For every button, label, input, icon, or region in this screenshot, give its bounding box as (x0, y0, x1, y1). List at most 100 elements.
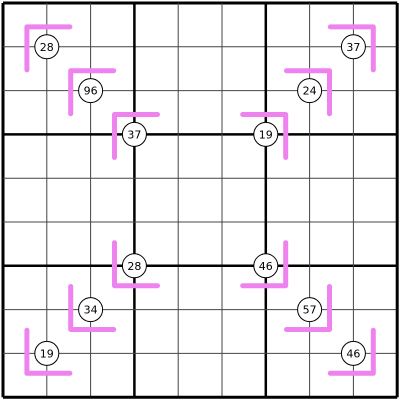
cell-area[interactable] (266, 353, 310, 397)
cell-area[interactable] (178, 3, 222, 47)
cell-area[interactable] (222, 3, 266, 47)
clue-circle-shape (253, 253, 279, 279)
cell-r3c9[interactable] (353, 91, 397, 135)
cell-r6c1[interactable] (3, 222, 47, 266)
cell-area[interactable] (134, 3, 178, 47)
cell-area[interactable] (3, 266, 47, 310)
cell-area[interactable] (266, 178, 310, 222)
clue-circle: 28 (34, 34, 60, 60)
cell-r1c7[interactable] (266, 3, 310, 47)
cell-r5c9[interactable] (353, 178, 397, 222)
clue-value: 28 (40, 41, 54, 54)
cell-area[interactable] (178, 310, 222, 354)
cell-r1c3[interactable] (91, 3, 135, 47)
corner-arrow-mark (327, 24, 376, 73)
clue-circle-shape (121, 253, 147, 279)
cell-r3c1[interactable] (3, 91, 47, 135)
clue-circle-shape (34, 340, 60, 366)
cell-area[interactable] (353, 91, 397, 135)
cell-area[interactable] (91, 178, 135, 222)
cell-area[interactable] (3, 134, 47, 178)
cell-r1c6[interactable] (222, 3, 266, 47)
corner-arrow-mark (68, 284, 117, 332)
cell-area[interactable] (178, 178, 222, 222)
clue-value: 19 (259, 128, 273, 141)
cell-area[interactable] (178, 353, 222, 397)
cell-area[interactable] (353, 178, 397, 222)
cell-r9c6[interactable] (222, 353, 266, 397)
cell-r4c5[interactable] (178, 134, 222, 178)
cell-r9c3[interactable] (91, 353, 135, 397)
cell-r4c2[interactable] (47, 134, 91, 178)
cell-r7c1[interactable] (3, 266, 47, 310)
cell-area[interactable] (3, 178, 47, 222)
cell-area[interactable] (3, 222, 47, 266)
cell-area[interactable] (134, 178, 178, 222)
clue-circle: 37 (121, 121, 147, 147)
cell-area[interactable] (310, 178, 354, 222)
cell-area[interactable] (91, 353, 135, 397)
cell-r4c1[interactable] (3, 134, 47, 178)
cell-r5c6[interactable] (222, 178, 266, 222)
cell-area[interactable] (353, 266, 397, 310)
clue-circle: 24 (297, 78, 323, 104)
cell-area[interactable] (178, 266, 222, 310)
cell-area[interactable] (222, 178, 266, 222)
cell-r8c5[interactable] (178, 310, 222, 354)
cell-r4c8[interactable] (310, 134, 354, 178)
cell-r5c3[interactable] (91, 178, 135, 222)
cell-area[interactable] (47, 178, 91, 222)
cell-r2c5[interactable] (178, 47, 222, 91)
cell-r5c1[interactable] (3, 178, 47, 222)
cell-r5c2[interactable] (47, 178, 91, 222)
cell-r5c7[interactable] (266, 178, 310, 222)
cell-area[interactable] (178, 222, 222, 266)
cell-r7c9[interactable] (353, 266, 397, 310)
cell-r9c5[interactable] (178, 353, 222, 397)
cell-r9c4[interactable] (134, 353, 178, 397)
corner-arrow-mark (68, 68, 117, 117)
cell-r6c5[interactable] (178, 222, 222, 266)
cell-r3c5[interactable] (178, 91, 222, 135)
cell-area[interactable] (353, 222, 397, 266)
cell-area[interactable] (222, 353, 266, 397)
cell-r6c8[interactable] (310, 222, 354, 266)
cell-r1c5[interactable] (178, 3, 222, 47)
cell-r5c4[interactable] (134, 178, 178, 222)
cell-r8c4[interactable] (134, 310, 178, 354)
cell-r2c6[interactable] (222, 47, 266, 91)
cell-area[interactable] (353, 134, 397, 178)
cell-r5c5[interactable] (178, 178, 222, 222)
cell-area[interactable] (310, 222, 354, 266)
cell-area[interactable] (266, 3, 310, 47)
cell-area[interactable] (47, 222, 91, 266)
cell-area[interactable] (3, 91, 47, 135)
cells-layer (3, 3, 397, 397)
cell-area[interactable] (222, 47, 266, 91)
cell-r6c9[interactable] (353, 222, 397, 266)
cell-r9c7[interactable] (266, 353, 310, 397)
corner-arrow-mark (24, 327, 73, 376)
cell-r7c5[interactable] (178, 266, 222, 310)
cell-r5c8[interactable] (310, 178, 354, 222)
cell-area[interactable] (178, 47, 222, 91)
cell-area[interactable] (310, 134, 354, 178)
clue-value: 46 (259, 260, 273, 273)
clue-value: 24 (303, 85, 317, 98)
cell-area[interactable] (134, 47, 178, 91)
cell-r8c6[interactable] (222, 310, 266, 354)
cell-r4c9[interactable] (353, 134, 397, 178)
cell-r6c2[interactable] (47, 222, 91, 266)
cell-area[interactable] (178, 91, 222, 135)
cell-area[interactable] (47, 134, 91, 178)
clue-circle-shape (34, 34, 60, 60)
cell-r1c4[interactable] (134, 3, 178, 47)
corner-arrow-mark (284, 68, 332, 117)
cell-area[interactable] (178, 134, 222, 178)
cell-area[interactable] (134, 310, 178, 354)
cell-area[interactable] (91, 3, 135, 47)
clue-circle: 34 (78, 297, 104, 323)
cell-area[interactable] (134, 353, 178, 397)
cell-r2c4[interactable] (134, 47, 178, 91)
cell-area[interactable] (222, 310, 266, 354)
